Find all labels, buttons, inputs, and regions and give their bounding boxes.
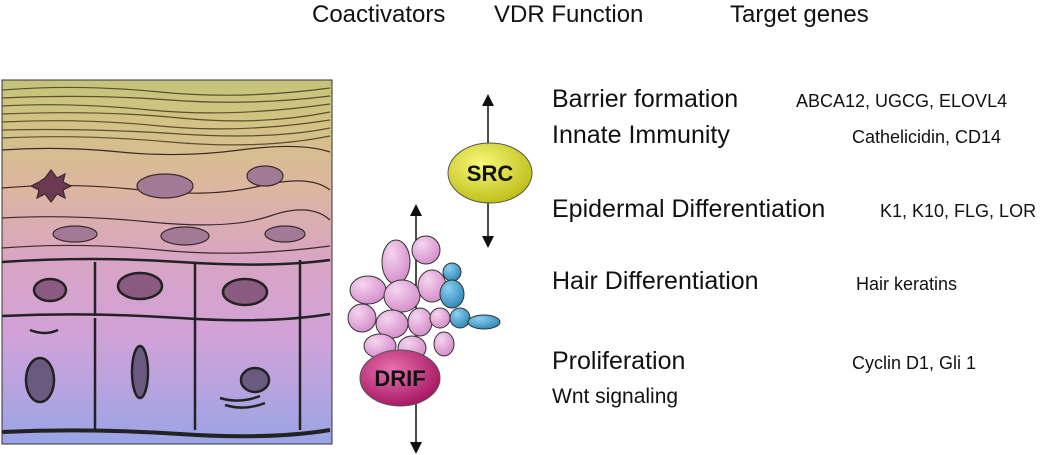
header-coactivators: Coactivators bbox=[312, 1, 446, 28]
function-innate-immunity: Innate Immunity bbox=[552, 121, 730, 149]
header-target-genes: Target genes bbox=[730, 1, 869, 28]
genes-epidermal-differentiation: K1, K10, FLG, LOR bbox=[880, 201, 1037, 221]
epidermis-illustration bbox=[1, 79, 333, 445]
granular-layer bbox=[1, 145, 331, 254]
stratum-corneum bbox=[1, 86, 331, 146]
genes-hair-differentiation: Hair keratins bbox=[856, 274, 958, 294]
function-wnt-signaling: Wnt signaling bbox=[552, 385, 679, 408]
src-coactivator bbox=[447, 142, 533, 204]
function-hair-differentiation: Hair Differentiation bbox=[552, 267, 759, 295]
genes-innate-immunity: Cathelicidin, CD14 bbox=[852, 127, 1002, 147]
function-barrier-formation: Barrier formation bbox=[552, 85, 739, 113]
function-epidermal-differentiation: Epidermal Differentiation bbox=[552, 195, 826, 223]
spinous-layer bbox=[1, 257, 331, 322]
genes-proliferation: Cyclin D1, Gli 1 bbox=[852, 353, 977, 373]
genes-barrier-formation: ABCA12, UGCG, ELOVL4 bbox=[796, 91, 1008, 111]
drif-coactivator bbox=[359, 349, 441, 407]
header-vdr-function: VDR Function bbox=[494, 1, 644, 28]
drif-label: DRIF bbox=[374, 366, 425, 391]
function-proliferation: Proliferation bbox=[552, 347, 686, 375]
src-label: SRC bbox=[467, 161, 514, 186]
drif-complex bbox=[347, 235, 501, 361]
basal-layer bbox=[1, 316, 331, 439]
